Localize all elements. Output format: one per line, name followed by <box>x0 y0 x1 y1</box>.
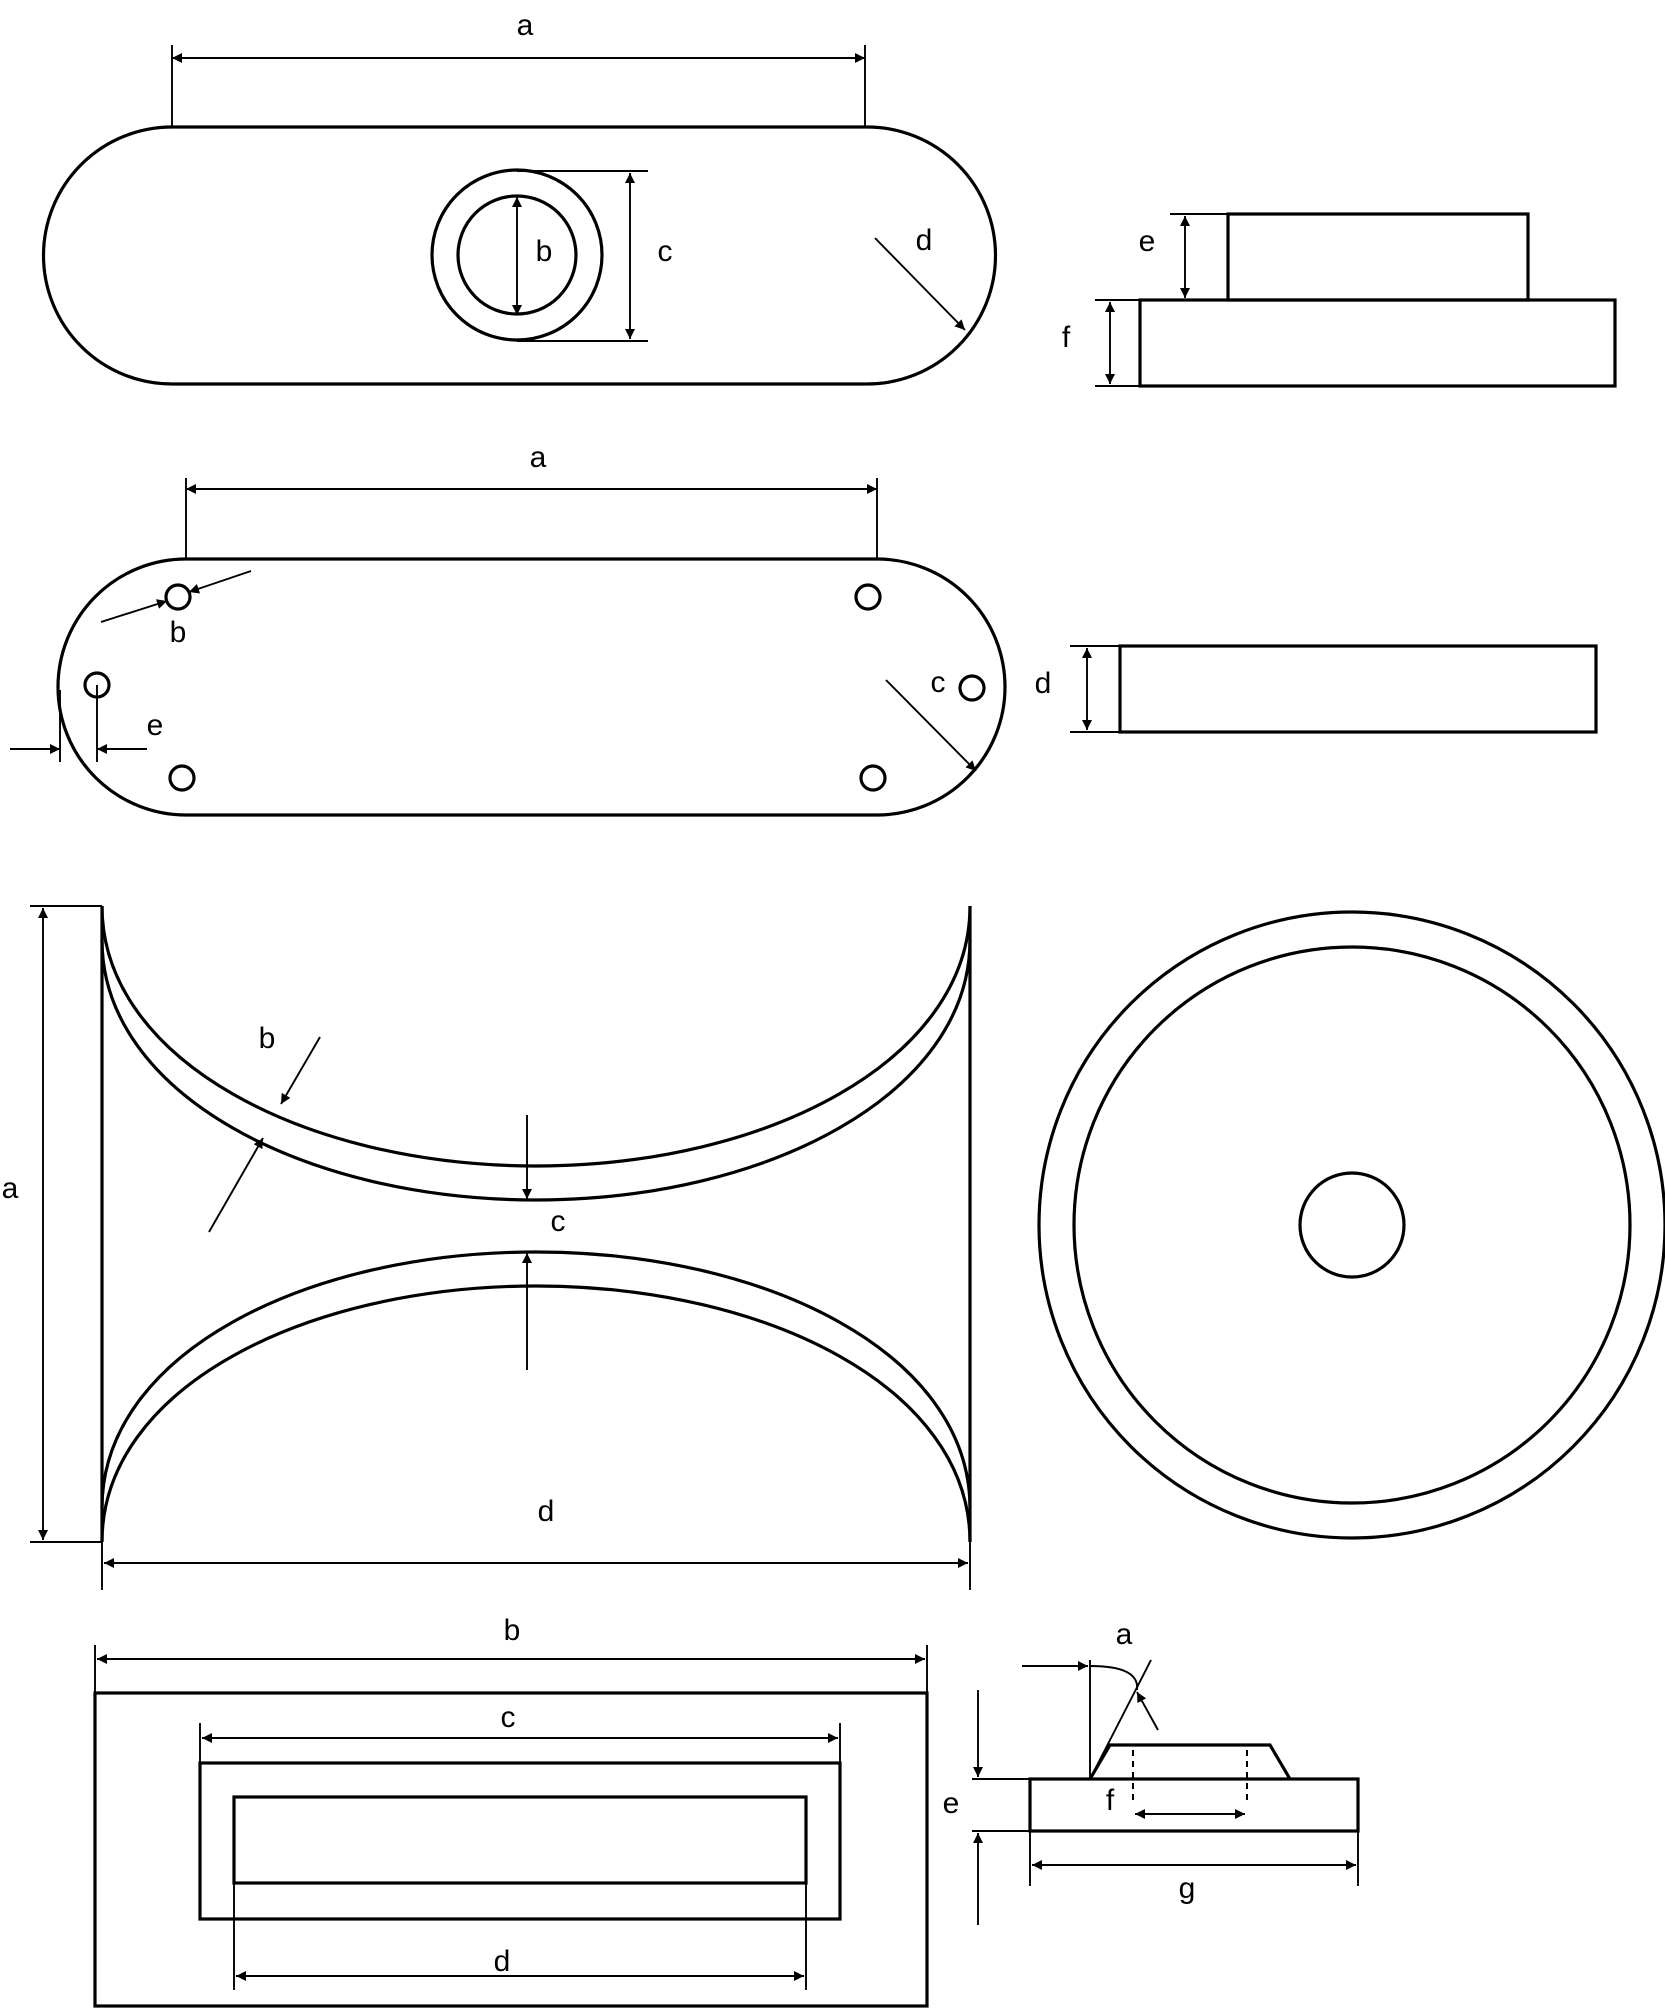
angle-arc-a <box>1089 1665 1138 1691</box>
label-d: d <box>916 224 933 257</box>
hole <box>854 583 882 611</box>
figure1-top-view: a b c d <box>41 9 998 386</box>
angle-arrow-a <box>1136 1691 1159 1731</box>
hole <box>164 583 192 611</box>
figure4-side-view: a e f g <box>943 1618 1360 1925</box>
label-a: a <box>517 9 534 42</box>
dimension-line-b <box>100 599 168 623</box>
side-block <box>1118 644 1598 734</box>
figure2-side-view: d <box>1035 644 1598 734</box>
label-f: f <box>1062 321 1071 354</box>
label-d: d <box>1035 667 1052 700</box>
inner-recess <box>232 1795 808 1885</box>
tapered-top-profile <box>1088 1743 1292 1780</box>
label-c: c <box>931 666 946 699</box>
radius-leader-c <box>885 679 977 772</box>
label-c: c <box>501 1701 516 1734</box>
disc-inner-circle <box>1072 945 1632 1505</box>
label-a: a <box>1116 1618 1133 1651</box>
obround-outline <box>41 125 998 386</box>
hole <box>168 764 196 792</box>
label-c: c <box>551 1205 566 1238</box>
dimension-line-b <box>188 570 252 594</box>
label-d: d <box>538 1495 555 1528</box>
label-e: e <box>943 1787 960 1820</box>
side-base-plate <box>1028 1777 1360 1833</box>
hole <box>958 674 986 702</box>
radius-leader-d <box>874 237 966 331</box>
ring-outer <box>430 168 604 342</box>
lower-arc-inner <box>100 1250 972 1509</box>
figure2-top-view: a b c e <box>10 441 1007 817</box>
label-g: g <box>1179 1872 1196 1905</box>
label-a: a <box>530 441 547 474</box>
label-d: d <box>494 1945 511 1978</box>
figure1-side-view: e f <box>1062 212 1617 388</box>
label-b: b <box>504 1614 521 1647</box>
disc-center-hole <box>1298 1171 1406 1279</box>
upper-arc-inner <box>100 939 972 1202</box>
label-a: a <box>2 1172 19 1205</box>
dimension-line-b <box>208 1137 264 1233</box>
label-b: b <box>259 1022 276 1055</box>
side-base-block <box>1138 298 1617 388</box>
hole <box>859 764 887 792</box>
label-b: b <box>536 235 553 268</box>
middle-frame <box>198 1761 842 1921</box>
label-c: c <box>658 235 673 268</box>
figure3-front-view: a b c d <box>2 905 972 1590</box>
upper-arc-outer <box>100 905 972 1168</box>
label-b: b <box>170 616 187 649</box>
label-f: f <box>1106 1784 1115 1817</box>
lower-arc-outer <box>100 1284 972 1543</box>
side-upper-block <box>1226 212 1530 302</box>
figure4-front-view: b c d <box>93 1614 929 2008</box>
dimension-line-b <box>280 1036 321 1105</box>
label-e: e <box>1139 225 1156 258</box>
outer-plate <box>93 1691 929 2008</box>
disc-outer-circle <box>1037 910 1665 1540</box>
obround-outline <box>56 557 1007 817</box>
extension-line <box>1089 1659 1152 1780</box>
label-e: e <box>147 709 164 742</box>
figure3-circular-view <box>1037 910 1665 1540</box>
